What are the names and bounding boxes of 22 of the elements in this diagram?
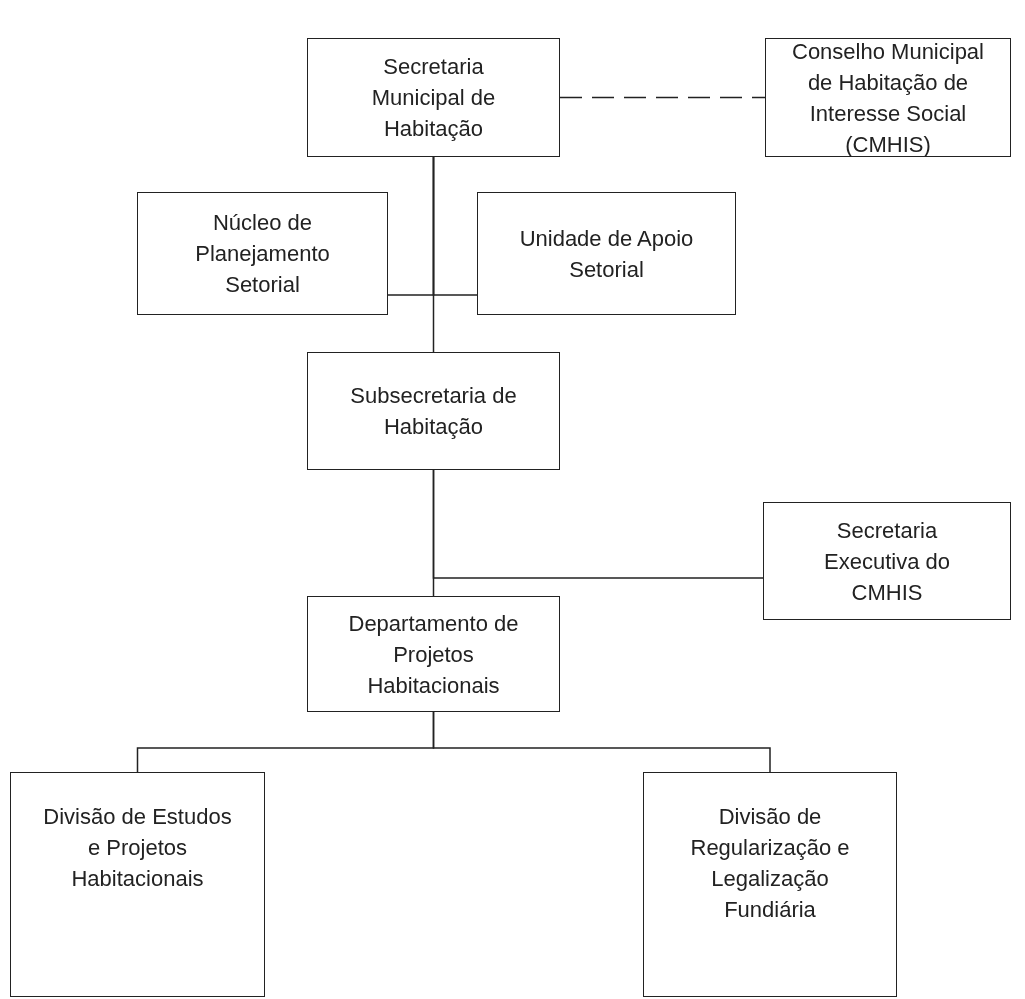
unit-name: Secretaria Executiva do CMHIS: [823, 516, 951, 607]
unit-name: Divisão de Regularização e Legalização Fundiária: [689, 803, 851, 924]
unit-name: Divisão de Estudos e Projetos Habitacionais: [42, 803, 233, 893]
org-unit-box: [307, 352, 560, 470]
org-unit-box: [137, 192, 388, 315]
org-unit-box: [643, 772, 897, 997]
connector-line: [432, 711, 771, 773]
unit-name: Unidade de Apoio Setorial: [518, 224, 695, 284]
unit-name: Secretaria Municipal de Habitação: [370, 53, 497, 143]
unit-name: Conselho Municipal de Habitação de Interesse Social (CMHIS): [792, 37, 984, 159]
org-unit-box: [765, 38, 1011, 157]
unit-name: Núcleo de Planejamento Setorial: [194, 209, 331, 299]
unit-name: Subsecretaria de Habitação: [349, 382, 518, 441]
dashed-connector: [559, 96, 766, 99]
unit-name: Departamento de Projetos Habitacionais: [347, 609, 520, 700]
org-unit-box: [307, 596, 560, 712]
org-unit-box: [307, 38, 560, 157]
org-unit-box: [763, 502, 1011, 620]
connector-line: [432, 156, 435, 353]
org-unit-box: [477, 192, 736, 315]
connector-line: [432, 469, 435, 597]
org-unit-box: [10, 772, 265, 997]
